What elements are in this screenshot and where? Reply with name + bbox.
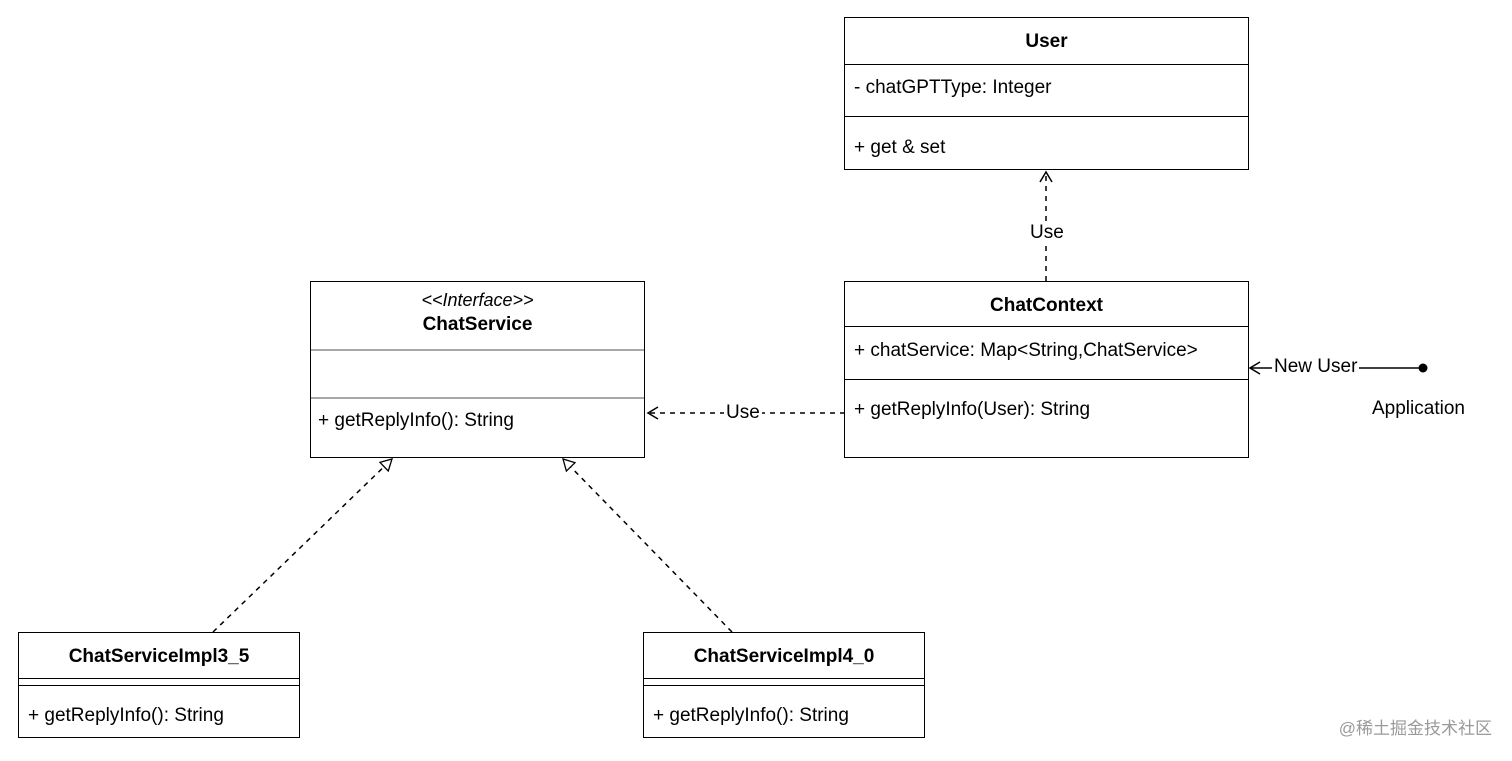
user-class-name: User — [1025, 31, 1068, 52]
chat-service-impl-4-0-class[interactable]: ChatServiceImpl4_0 + getReplyInfo(): Str… — [643, 632, 925, 738]
realization-line-impl-3-5[interactable] — [212, 458, 393, 633]
user-attribute-divider — [845, 116, 1248, 117]
impl-4-0-class-name: ChatServiceImpl4_0 — [693, 646, 875, 667]
user-class[interactable]: User - chatGPTType: Integer + get & set — [844, 17, 1249, 170]
realization-line-impl-4-0[interactable] — [562, 458, 733, 633]
impl-4-0-header-divider — [644, 678, 924, 679]
impl-3-5-attribute-divider — [19, 685, 299, 686]
chat-context-class[interactable]: ChatContext + chatService: Map<String,Ch… — [844, 281, 1249, 458]
chat-context-header-divider — [845, 326, 1248, 327]
chat-service-header-divider — [311, 349, 644, 351]
chat-service-method: + getReplyInfo(): String — [318, 410, 514, 431]
impl-3-5-class-name: ChatServiceImpl3_5 — [68, 646, 250, 667]
watermark-text: @稀土掘金技术社区 — [1338, 719, 1492, 738]
application-label: Application — [1372, 398, 1465, 419]
user-method: + get & set — [854, 137, 946, 158]
chat-service-interface-name: ChatService — [422, 314, 533, 335]
context-user-dependency-label: Use — [1028, 222, 1066, 244]
chat-service-interface[interactable]: <<Interface>> ChatService + getReplyInfo… — [310, 281, 645, 458]
chat-context-method: + getReplyInfo(User): String — [854, 399, 1091, 420]
chat-context-attribute: + chatService: Map<String,ChatService> — [854, 340, 1198, 361]
user-attribute: - chatGPTType: Integer — [854, 77, 1052, 98]
context-service-dependency-label: Use — [724, 402, 762, 424]
impl-4-0-method: + getReplyInfo(): String — [653, 705, 849, 726]
chat-context-class-name: ChatContext — [990, 295, 1103, 316]
chat-service-attribute-divider — [311, 397, 644, 399]
impl-3-5-header-divider — [19, 678, 299, 679]
chat-context-attribute-divider — [845, 379, 1248, 380]
user-header-divider — [845, 64, 1248, 65]
chat-service-impl-3-5-class[interactable]: ChatServiceImpl3_5 + getReplyInfo(): Str… — [18, 632, 300, 738]
impl-4-0-attribute-divider — [644, 685, 924, 686]
interface-stereotype: <<Interface>> — [421, 290, 534, 310]
new-user-association-label: New User — [1272, 356, 1360, 378]
application-start-dot — [1418, 363, 1428, 373]
impl-3-5-method: + getReplyInfo(): String — [28, 705, 224, 726]
